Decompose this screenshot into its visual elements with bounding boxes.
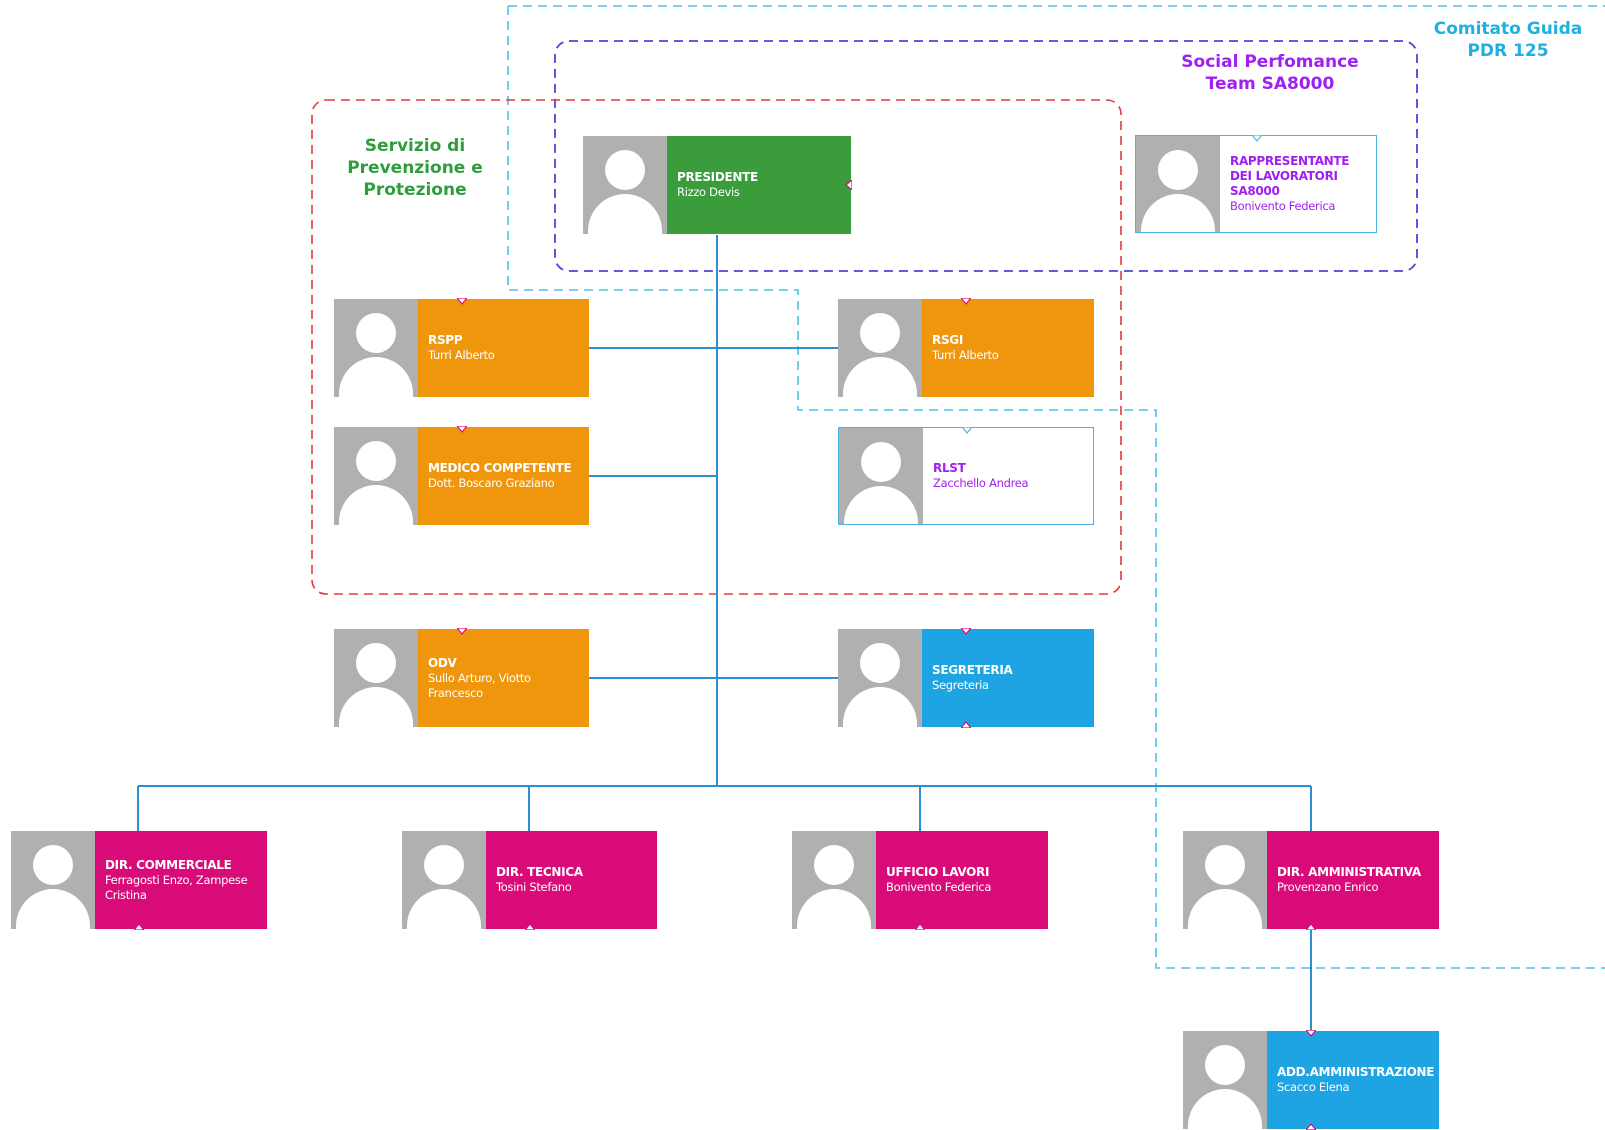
expand-marker-icon — [456, 298, 467, 305]
comitato-boundary — [507, 5, 1605, 969]
card-person-name: Sullo Arturo, Viotto Francesco — [428, 670, 531, 700]
card-person-name: Provenzano Enrico — [1277, 880, 1379, 894]
card-title: DIR. AMMINISTRATIVA — [1277, 865, 1421, 879]
card-person-name: Scacco Elena — [1277, 1080, 1350, 1094]
card-person-name: Rizzo Devis — [677, 185, 740, 199]
card-title: PRESIDENTE — [677, 170, 758, 184]
card-title: UFFICIO LAVORI — [886, 865, 990, 879]
expand-marker-icon — [961, 628, 971, 635]
avatar-placeholder-icon — [583, 136, 667, 234]
avatar-placeholder-icon — [334, 299, 418, 397]
avatar-placeholder-icon — [792, 831, 876, 929]
card-person-name: Zacchello Andrea — [933, 476, 1029, 490]
expand-marker-icon — [961, 298, 971, 305]
card-person-name: Dott. Boscaro Graziano — [428, 476, 555, 490]
avatar-placeholder-icon — [334, 629, 418, 727]
avatar-placeholder-icon — [402, 831, 486, 929]
avatar-placeholder-icon — [334, 427, 418, 525]
card-person-name: Tosini Stefano — [496, 880, 572, 894]
expand-marker-icon — [134, 923, 144, 930]
avatar-placeholder-icon — [1183, 1031, 1267, 1129]
connectors — [137, 235, 1312, 1031]
servizio-prevenzione-label: Servizio di Prevenzione e Protezione — [347, 136, 483, 200]
social-performance-label: Social Perfomance Team SA8000 — [1181, 52, 1359, 94]
card-person-name: Bonivento Federica — [1230, 199, 1336, 213]
expand-marker-icon — [915, 923, 925, 930]
expand-marker-icon — [1306, 923, 1316, 930]
comitato-guida-label: Comitato Guida PDR 125 — [1433, 19, 1583, 61]
card-person-name: Segreteria — [932, 678, 989, 692]
expand-marker-icon — [962, 427, 972, 434]
card-title: RSPP — [428, 333, 463, 347]
card-person-name: Bonivento Federica — [886, 880, 992, 894]
avatar-placeholder-icon — [838, 629, 922, 727]
expand-marker-icon — [456, 628, 467, 635]
card-title: RLST — [933, 461, 966, 475]
card-title: SEGRETERIA — [932, 663, 1013, 677]
expand-marker-icon — [1306, 1123, 1316, 1130]
card-title: RAPPRESENTANTE DEI LAVORATORI SA8000 — [1230, 154, 1350, 198]
expand-marker-icon — [456, 426, 467, 433]
expand-marker-icon — [524, 923, 535, 930]
expand-marker-icon — [1306, 1030, 1316, 1037]
avatar-placeholder-icon — [838, 299, 922, 397]
card-person-name: Turri Alberto — [428, 348, 495, 362]
avatar-placeholder-icon — [1183, 831, 1267, 929]
card-title: DIR. COMMERCIALE — [105, 857, 232, 872]
expand-marker-icon — [961, 721, 971, 728]
card-title: RSGI — [932, 333, 963, 347]
expand-marker-icon — [1252, 135, 1262, 142]
avatar-placeholder-icon — [1136, 136, 1220, 232]
card-title: ODV — [428, 655, 457, 670]
card-title: ADD.AMMINISTRAZIONE — [1277, 1065, 1435, 1079]
avatar-placeholder-icon — [839, 428, 923, 524]
expand-marker-icon — [845, 180, 852, 190]
card-person-name: Ferragosti Enzo, Zampese Cristina — [105, 872, 248, 902]
card-title: DIR. TECNICA — [496, 865, 583, 879]
avatar-placeholder-icon — [11, 831, 95, 929]
card-person-name: Turri Alberto — [932, 348, 999, 362]
card-title: MEDICO COMPETENTE — [428, 461, 572, 475]
